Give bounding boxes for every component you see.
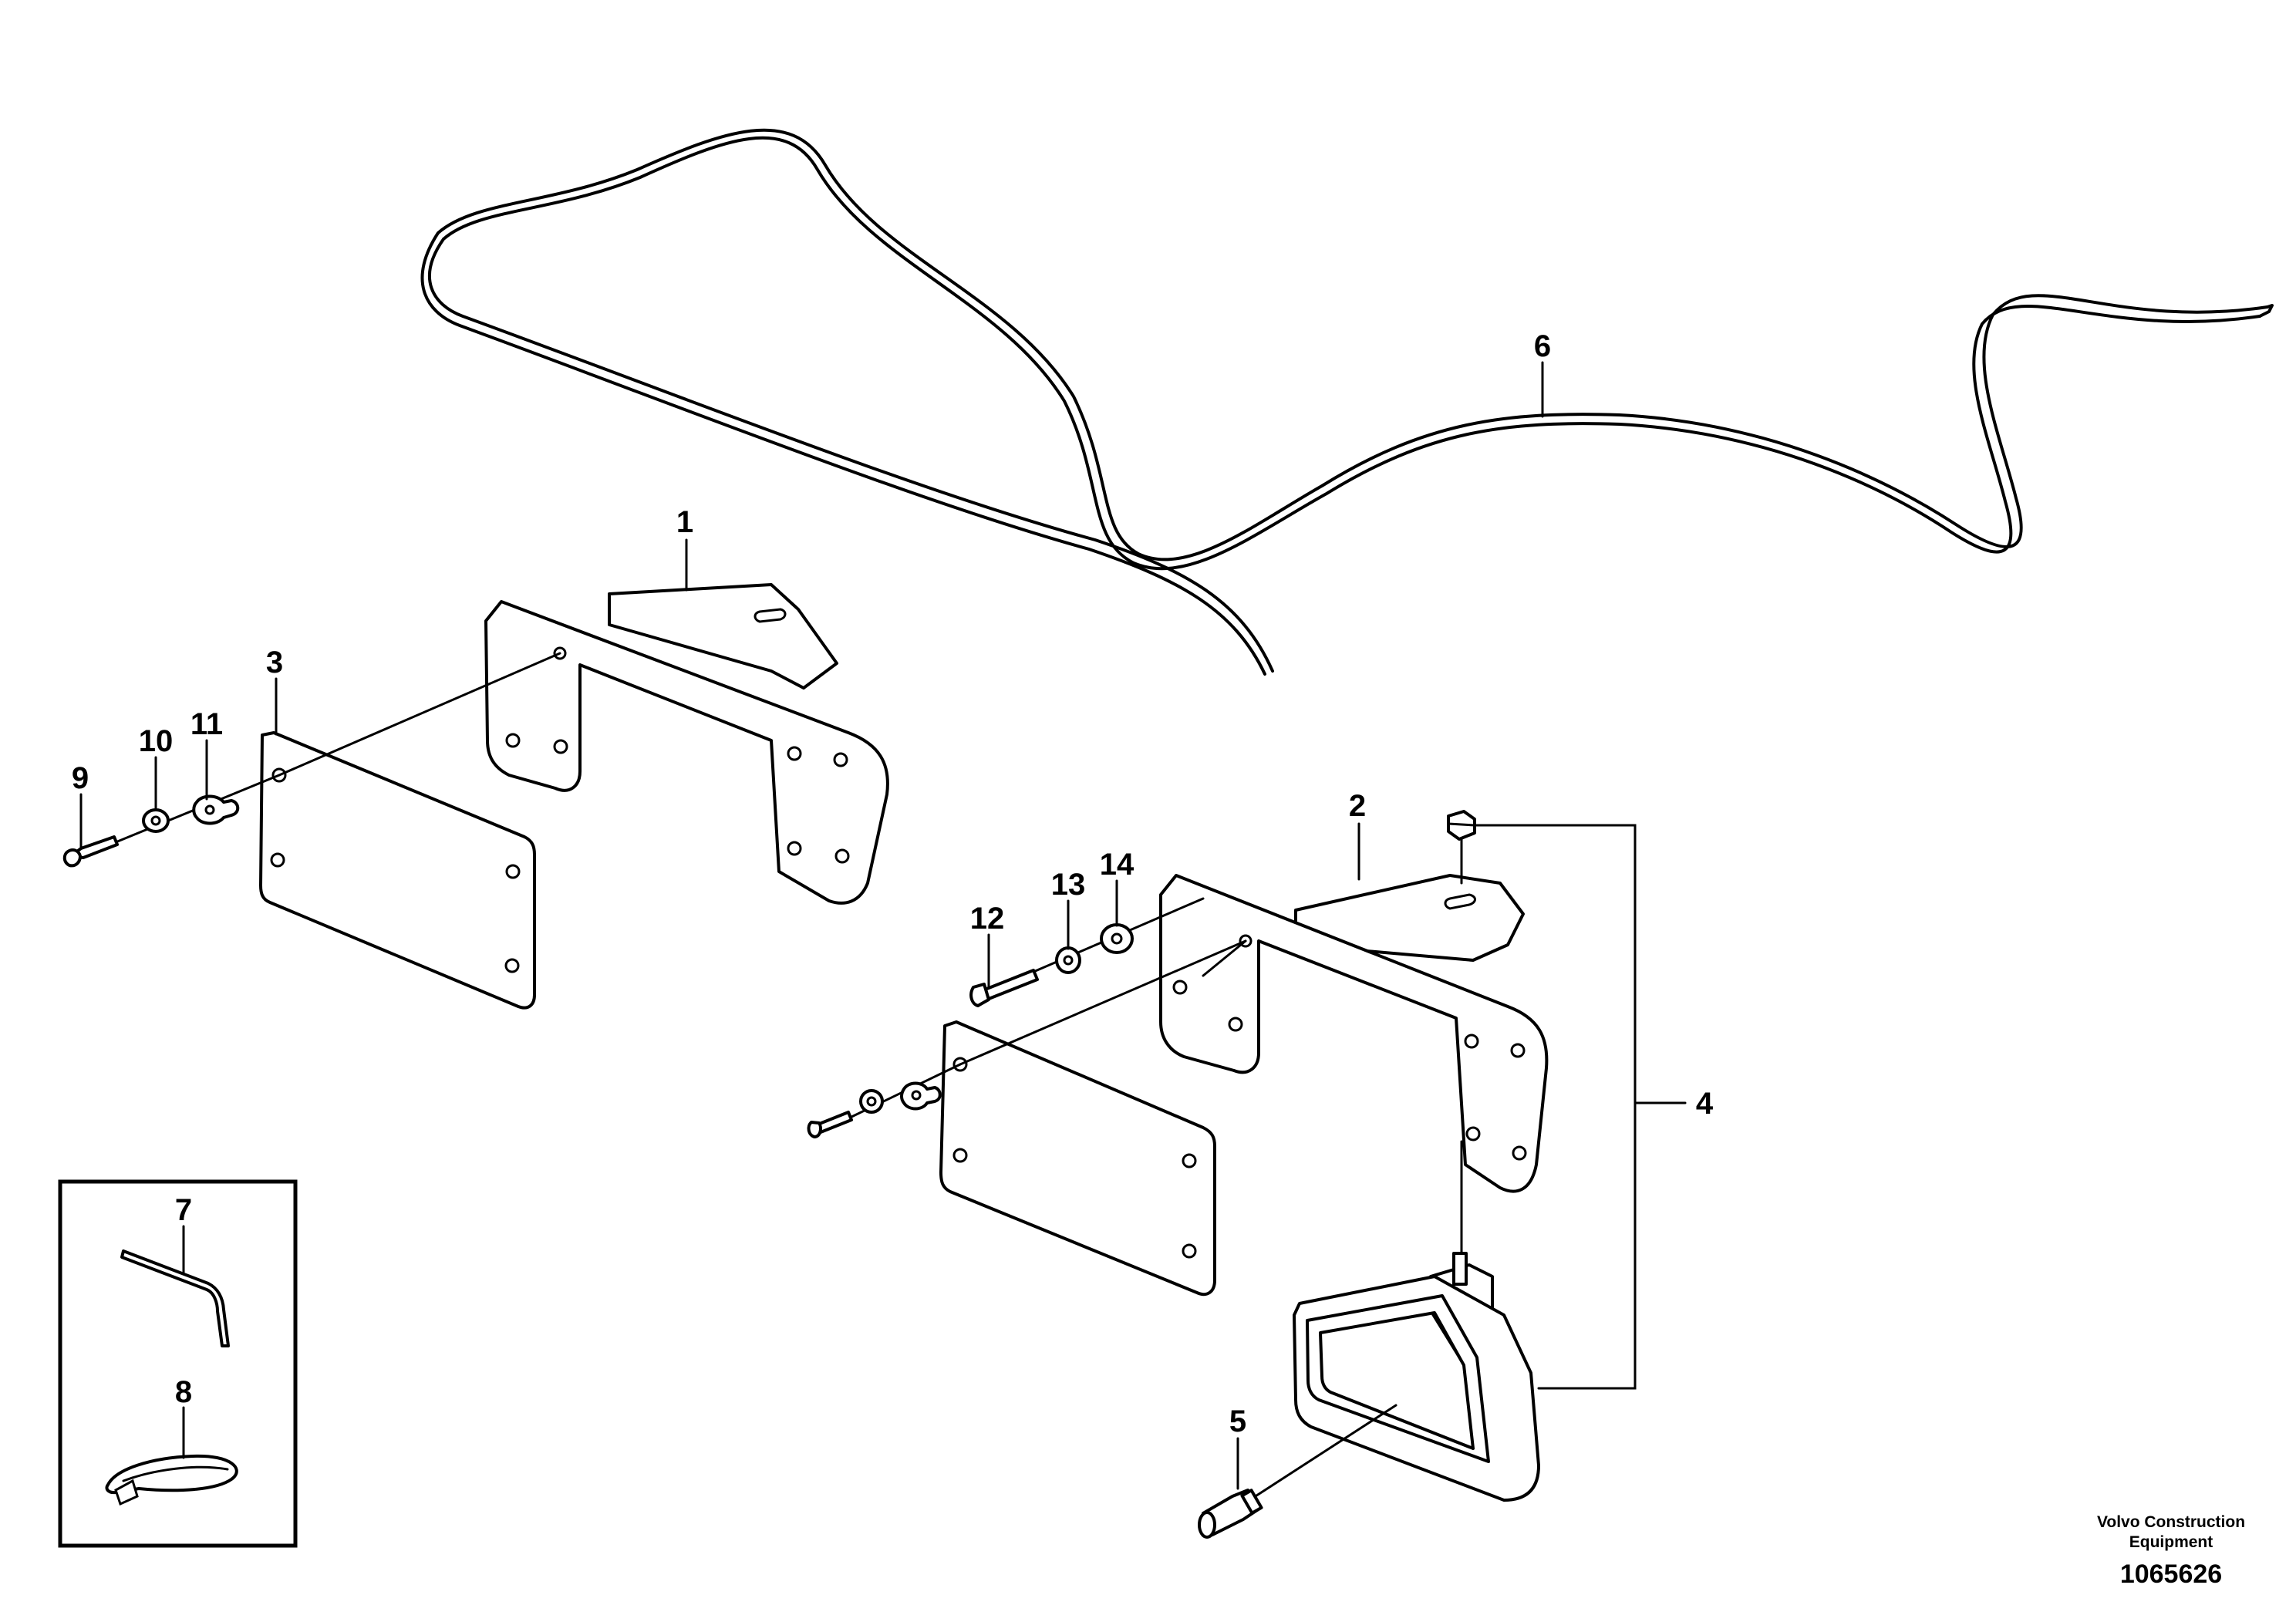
callout-12: 12 — [970, 902, 1005, 936]
nut — [1447, 810, 1476, 885]
callout-9: 9 — [72, 761, 89, 795]
callout-11: 11 — [190, 707, 223, 741]
fasteners-lower — [807, 897, 1205, 1138]
callout-7: 7 — [175, 1193, 192, 1227]
callout-4: 4 — [1696, 1087, 1714, 1121]
plate-lower — [939, 939, 1247, 1297]
callout-2: 2 — [1349, 789, 1366, 823]
callout-labels: 1 2 3 4 5 6 7 8 9 10 11 12 13 14 — [72, 329, 1714, 1438]
footer: Volvo Construction Equipment 1065626 — [2097, 1513, 2245, 1589]
plate-left — [259, 652, 561, 1010]
bracket-upper-left — [484, 583, 889, 905]
callout-14: 14 — [1100, 848, 1135, 882]
callout-13: 13 — [1051, 868, 1086, 902]
callout-5: 5 — [1229, 1404, 1246, 1438]
callout-10: 10 — [139, 724, 174, 758]
document-number: 1065626 — [2120, 1560, 2222, 1589]
leader-lines — [79, 361, 1544, 1490]
brand-line-2: Equipment — [2129, 1533, 2213, 1551]
bracket-lower-right — [1159, 874, 1549, 1193]
inset-box — [58, 1179, 298, 1548]
work-lamp — [1293, 1140, 1540, 1502]
fasteners-left — [62, 774, 281, 868]
callout-8: 8 — [175, 1375, 192, 1409]
bulb-connector — [1198, 1404, 1397, 1539]
callout-6: 6 — [1534, 329, 1551, 363]
callout-3: 3 — [266, 646, 283, 679]
callout-1: 1 — [676, 505, 693, 539]
cable-harness — [420, 128, 2274, 676]
brand-line-1: Volvo Construction — [2097, 1513, 2245, 1531]
group-bracket-4 — [1473, 824, 1687, 1390]
